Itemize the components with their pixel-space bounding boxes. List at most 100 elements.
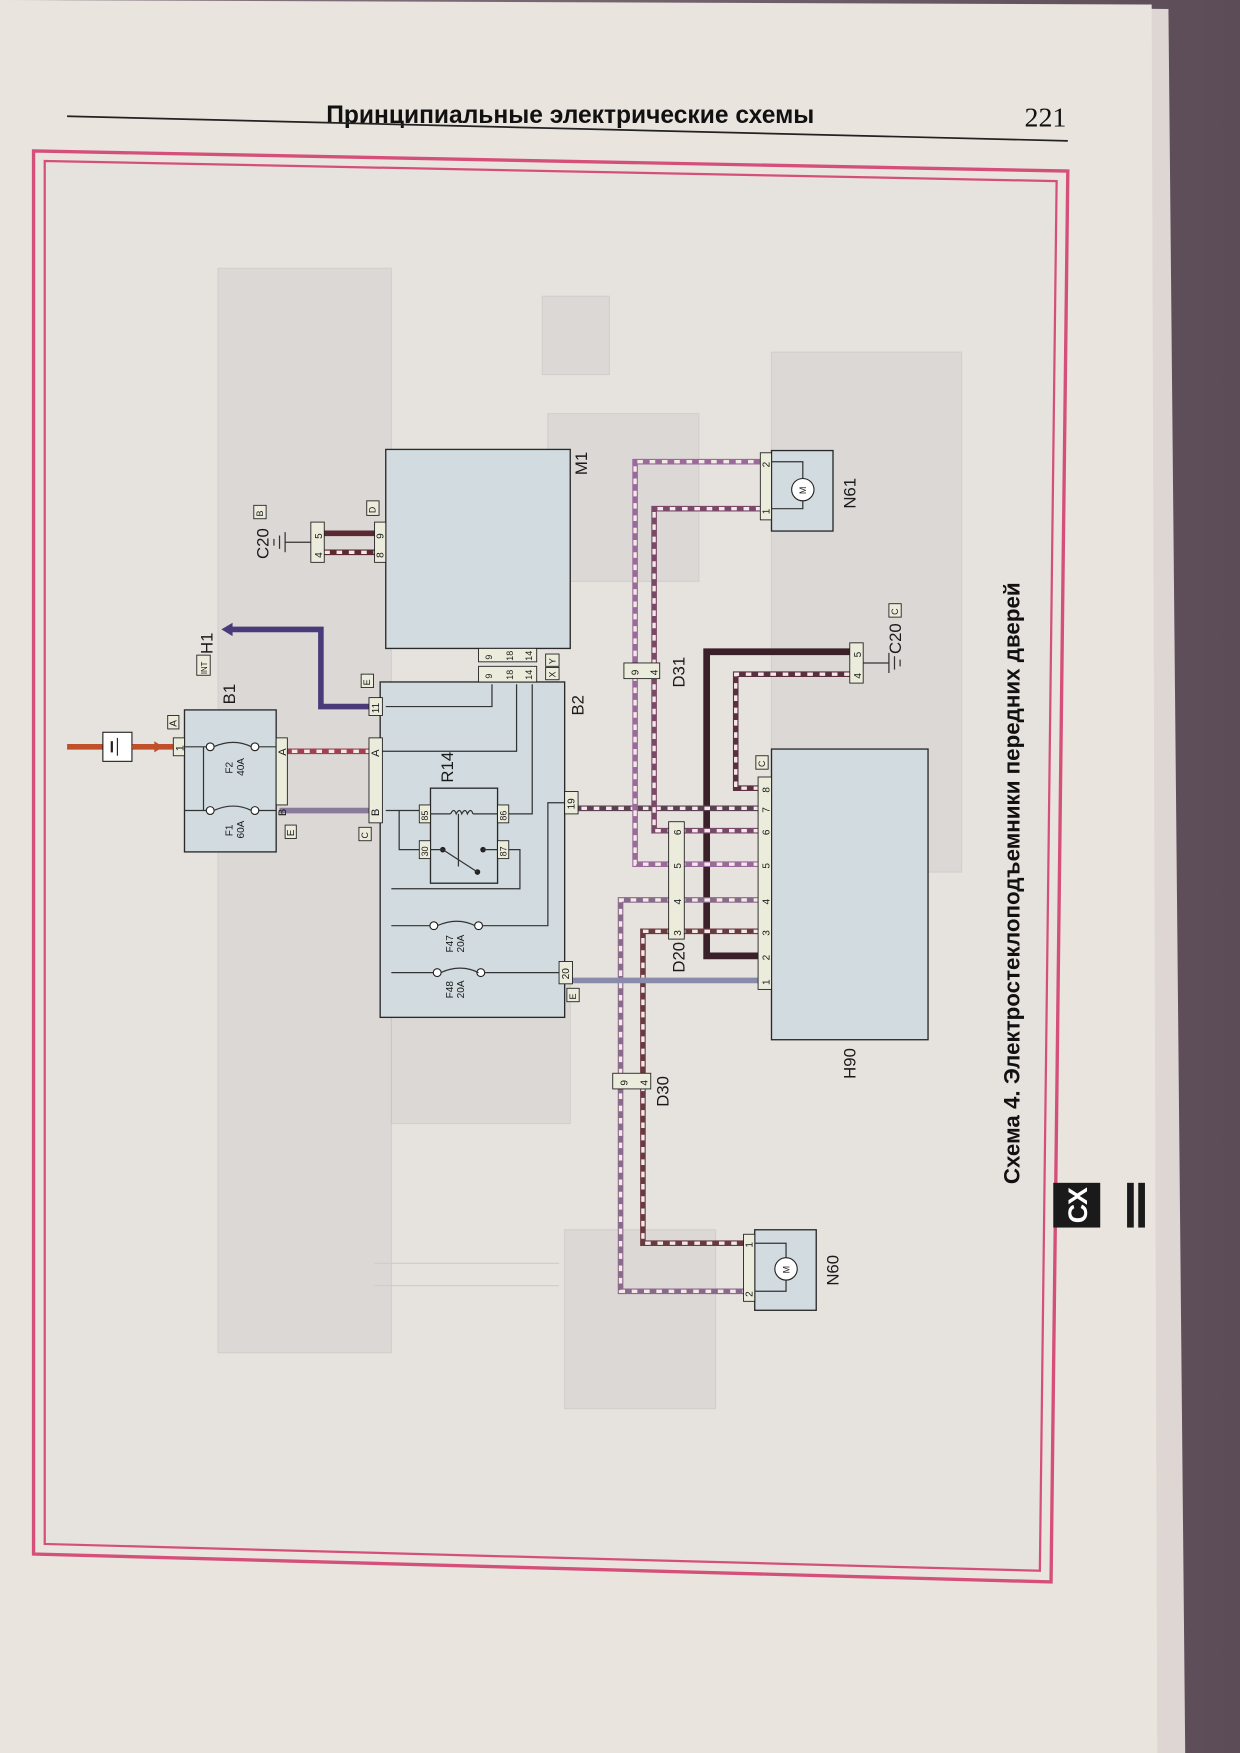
connector-d31: 9 4 D31	[623, 657, 688, 688]
connectors-b2_e_bottom-label: E	[568, 993, 578, 999]
components-d20-label: D20	[669, 942, 688, 973]
pins-b2_top-2-label: 14	[524, 670, 534, 680]
rect-mark	[374, 521, 387, 563]
pins-b2_left-0-label: 11	[371, 702, 382, 713]
pins-r14-1-label: 86	[499, 811, 509, 821]
rect-mark	[196, 654, 211, 676]
motor-icon: M	[781, 1266, 791, 1273]
pins-n61-0-label: 2	[761, 461, 772, 467]
connectors-x-label: X	[548, 671, 558, 677]
fuse-box-b1: 1 A A B E B1 F2 40A F1 60A	[167, 684, 297, 853]
fuse-f47: F47	[445, 935, 456, 953]
rect-mark	[564, 791, 579, 815]
pins-d31-0-label: 9	[630, 669, 641, 675]
path-mark	[184, 746, 277, 812]
path-mark	[618, 898, 772, 1293]
pins-r14-0-label: 85	[420, 811, 430, 821]
connectors-h90_c-label: C	[757, 760, 767, 767]
pins-m1_bottom-2-label: 14	[524, 651, 534, 661]
components-d30-label: D30	[654, 1076, 673, 1107]
circle-mark	[429, 921, 439, 931]
components-d31-label: D31	[669, 657, 688, 688]
path-mark	[380, 684, 571, 974]
circle-mark	[205, 742, 215, 752]
rect-mark	[770, 748, 929, 1041]
pins-d20-0-label: 6	[673, 829, 684, 835]
connectors-m1_d-label: D	[368, 506, 378, 513]
fuse-f48: F48	[445, 981, 456, 999]
connectors-b2_b-label: B	[370, 809, 382, 816]
battery-icon	[102, 731, 164, 762]
pins-d31-1-label: 4	[649, 669, 660, 675]
pins-b2_top-1-label: 18	[505, 670, 515, 680]
circle-mark	[432, 968, 442, 978]
components-n61-label: N61	[840, 478, 859, 509]
connector-d30: 9 4 D30	[612, 1072, 673, 1107]
rect-mark	[368, 697, 383, 716]
pins-d20-2-label: 4	[673, 898, 684, 904]
pins-n61-1-label: 1	[761, 508, 772, 514]
frame-outer	[31, 149, 1070, 1584]
pins-d30-1-label: 4	[639, 1080, 650, 1086]
connectors-b1_out_b-label: B	[277, 809, 289, 816]
rect-mark	[368, 737, 383, 824]
components-r14-label: R14	[438, 752, 457, 783]
rect-mark	[547, 413, 700, 582]
module-m1: M1 9 8 D 9 18 14 Y X	[366, 448, 591, 681]
connectors-b1_out_a-label: A	[277, 748, 289, 756]
section_tab-label: СХ	[1063, 1187, 1093, 1223]
circle-mark	[205, 806, 215, 816]
rect-mark	[429, 787, 499, 884]
rect-mark	[478, 665, 538, 683]
b1-label: B1	[220, 684, 239, 705]
page-number: 221	[1024, 102, 1066, 133]
path-mark	[430, 849, 498, 873]
rect-mark	[612, 1072, 652, 1090]
pins-m1_left-1-label: 8	[376, 552, 387, 558]
pins-h90-1-label: 7	[761, 807, 772, 813]
figure-caption: Схема 4. Электростеклоподъемники передни…	[1000, 582, 1025, 1184]
connectors-b1_in-label: A	[169, 720, 180, 727]
rect-mark	[888, 603, 902, 618]
pins-b2_top-0-label: 9	[484, 674, 494, 679]
h1-label: H1	[197, 633, 216, 654]
pins-h90-6-label: 2	[761, 954, 772, 960]
pins-n60-0-label: 1	[744, 1242, 755, 1248]
fuse-f1: F1	[225, 824, 236, 836]
fuses-f47-rating-label: 20A	[456, 934, 467, 952]
pins-h90-0-label: 8	[761, 787, 772, 793]
pins-b2_right-1-label: 20	[561, 968, 572, 980]
connectors-c20_right_box-label: C	[890, 608, 900, 615]
components-n60-label: N60	[824, 1255, 843, 1286]
pins-b1-0-label: 1	[174, 745, 186, 751]
rect-mark	[366, 500, 380, 516]
rect-mark	[358, 826, 372, 842]
pins-d30-0-label: 9	[619, 1080, 630, 1086]
rect-mark	[541, 295, 610, 376]
pins-r14-2-label: 30	[420, 846, 430, 856]
pins-h90-3-label: 5	[761, 863, 772, 869]
rect-mark	[167, 715, 180, 730]
pins-d20-3-label: 3	[673, 930, 684, 936]
circle-mark	[774, 1257, 798, 1281]
circle-mark	[250, 806, 260, 816]
rect-mark	[183, 709, 277, 853]
rect-mark	[360, 673, 374, 689]
circle-mark	[250, 742, 260, 752]
pins-b2_right-0-label: 19	[567, 798, 578, 810]
ground-c20-top: 5 4 C20 B	[253, 504, 325, 563]
connectors-b1_e-label: E	[286, 829, 297, 836]
components-c20_right-label: C20	[886, 623, 905, 654]
pins-c20_top-0-label: 5	[314, 533, 325, 539]
connectors-b2_c-label: C	[360, 831, 370, 838]
path-mark	[771, 461, 804, 510]
int-label: INT	[200, 661, 209, 674]
path-mark	[734, 672, 850, 790]
rect-mark	[743, 1233, 756, 1302]
pins-h90-5-label: 3	[761, 930, 772, 936]
fuse-f2: F2	[225, 762, 236, 774]
rect-mark	[1138, 1182, 1145, 1228]
components-c20_top-label: C20	[253, 528, 272, 559]
pins-m1_bottom-1-label: 18	[505, 651, 515, 661]
